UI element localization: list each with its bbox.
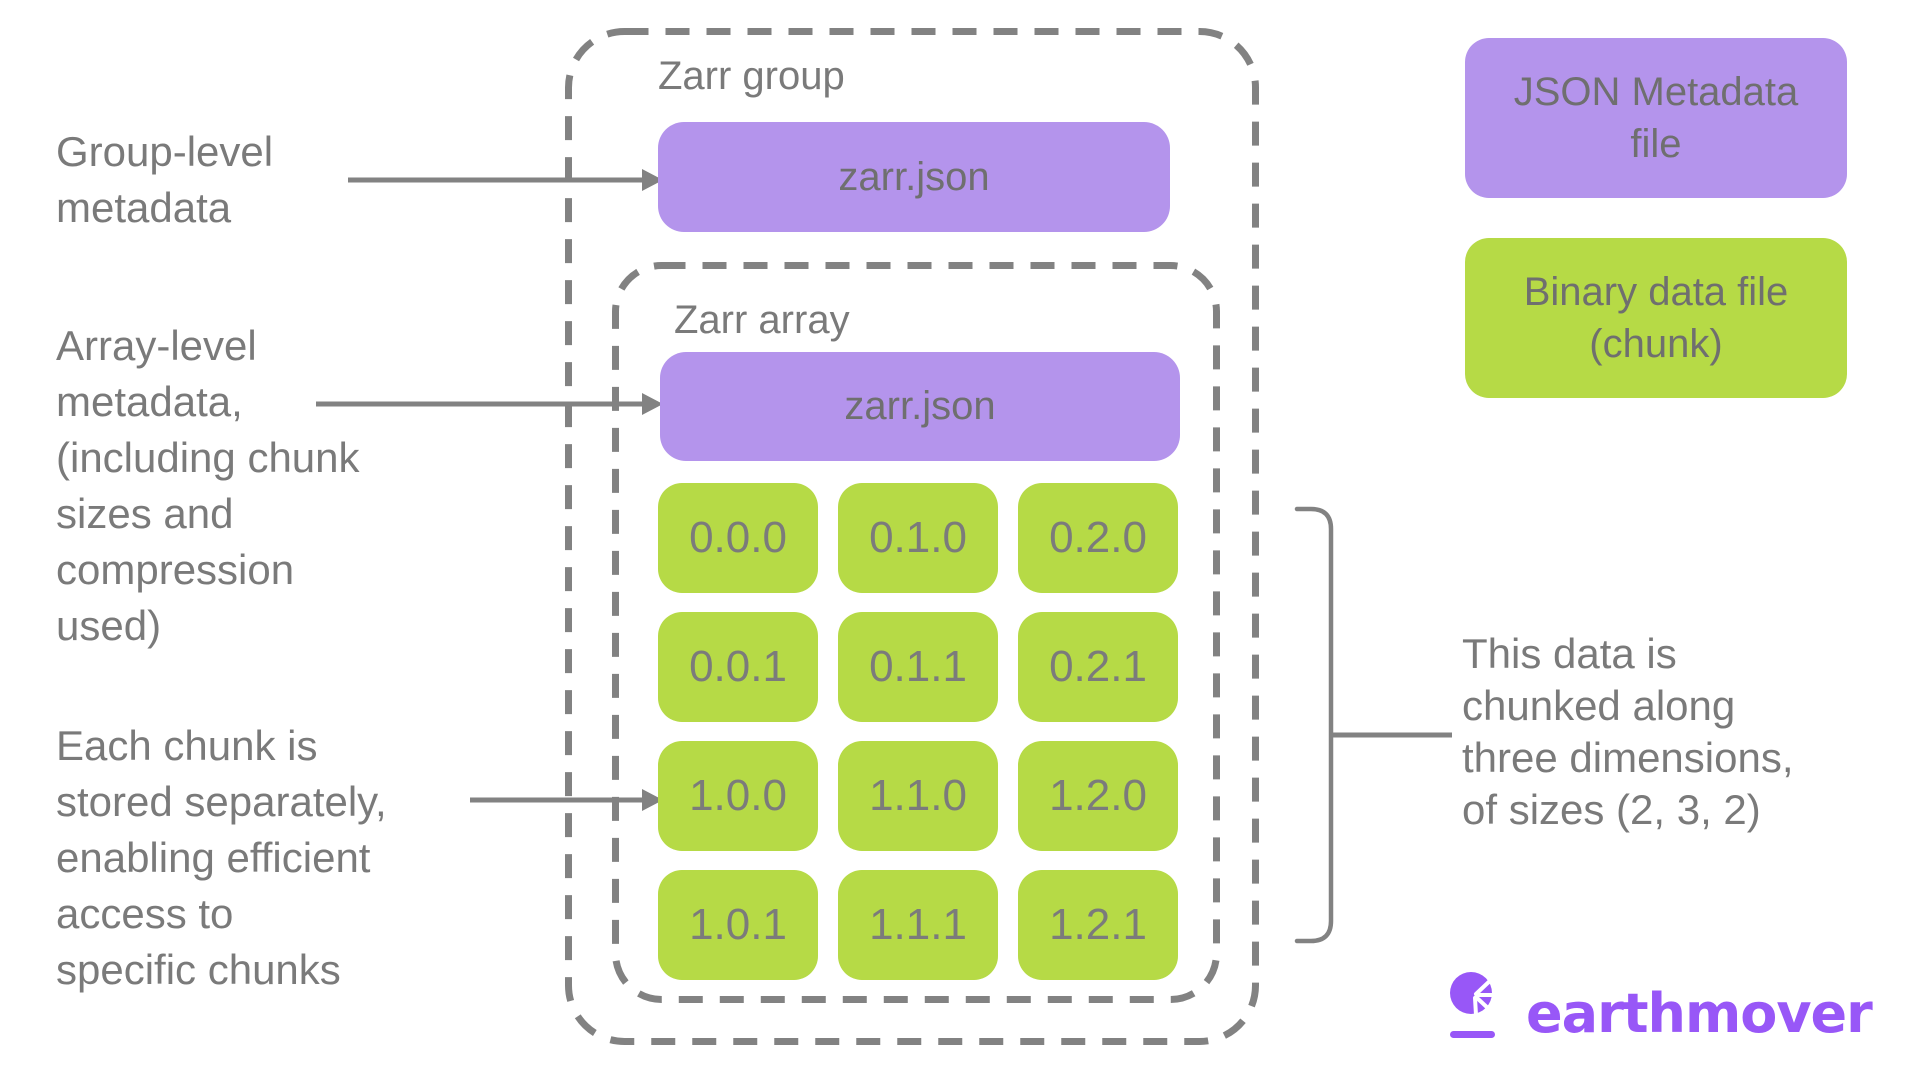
chunk-cell: 0.2.1 [1018,612,1178,722]
earthmover-logo: earthmover [1450,968,1880,1048]
annotation-line: sizes and [56,490,234,537]
chunk-grid: 0.0.0 0.1.0 0.2.0 0.0.1 0.1.1 0.2.1 1.0.… [658,483,1178,980]
annotation-line: metadata [56,184,232,231]
annotation-line: Group-level [56,128,274,175]
annotation-line: of sizes (2, 3, 2) [1462,786,1761,833]
chunk-cell: 0.0.1 [658,612,818,722]
chunk-cell: 1.1.0 [838,741,998,851]
annotation-line: used) [56,602,162,649]
zarr-group-title: Zarr group [658,54,845,98]
legend-line: JSON Metadata [1513,70,1799,114]
annotation-line: compression [56,546,295,593]
array-metadata-arrow [316,393,663,415]
array-metadata-annotation: Array-level metadata, (including chunk s… [56,318,360,654]
chunk-cell: 0.1.1 [838,612,998,722]
group-metadata-annotation: Group-level metadata [56,124,273,236]
chunk-cell: 1.0.0 [658,741,818,851]
zarr-array-title: Zarr array [674,298,850,342]
annotation-line: chunked along [1462,682,1736,729]
chunk-cell: 0.1.0 [838,483,998,593]
annotation-line: metadata, [56,378,243,425]
earthmover-logo-icon [1450,972,1498,1038]
annotation-line: Array-level [56,322,257,369]
annotation-line: three dimensions, [1462,734,1794,781]
annotation-line: specific chunks [56,946,341,993]
group-metadata-file-label: zarr.json [838,154,990,199]
chunk-cell: 0.2.0 [1018,483,1178,593]
chunk-cell: 0.0.0 [658,483,818,593]
annotation-line: stored separately, [56,778,387,825]
group-metadata-file-box: zarr.json [658,122,1170,232]
legend-line: file [1630,122,1682,166]
annotation-line: This data is [1462,630,1677,677]
chunk-storage-arrow [470,789,663,811]
annotation-line: enabling efficient [56,834,371,881]
chunk-storage-annotation: Each chunk is stored separately, enablin… [56,718,387,998]
annotation-line: Each chunk is [56,722,318,769]
earthmover-wordmark: earthmover [1526,982,1873,1045]
chunk-cell: 1.1.1 [838,870,998,980]
legend-binary-data: Binary data file (chunk) [1465,238,1847,398]
array-metadata-file-label: zarr.json [844,384,996,428]
chunk-dimensions-bracket [1294,506,1452,944]
chunk-cell: 1.0.1 [658,870,818,980]
annotation-line: access to [56,890,234,937]
chunking-dimensions-annotation: This data is chunked along three dimensi… [1462,628,1794,836]
annotation-line: (including chunk [56,434,360,481]
legend-line: (chunk) [1589,322,1723,366]
group-metadata-arrow [348,169,663,191]
legend-line: Binary data file [1523,270,1789,314]
chunk-cell: 1.2.0 [1018,741,1178,851]
legend-json-metadata: JSON Metadata file [1465,38,1847,198]
chunk-cell: 1.2.1 [1018,870,1178,980]
array-metadata-file-box: zarr.json [660,352,1180,461]
